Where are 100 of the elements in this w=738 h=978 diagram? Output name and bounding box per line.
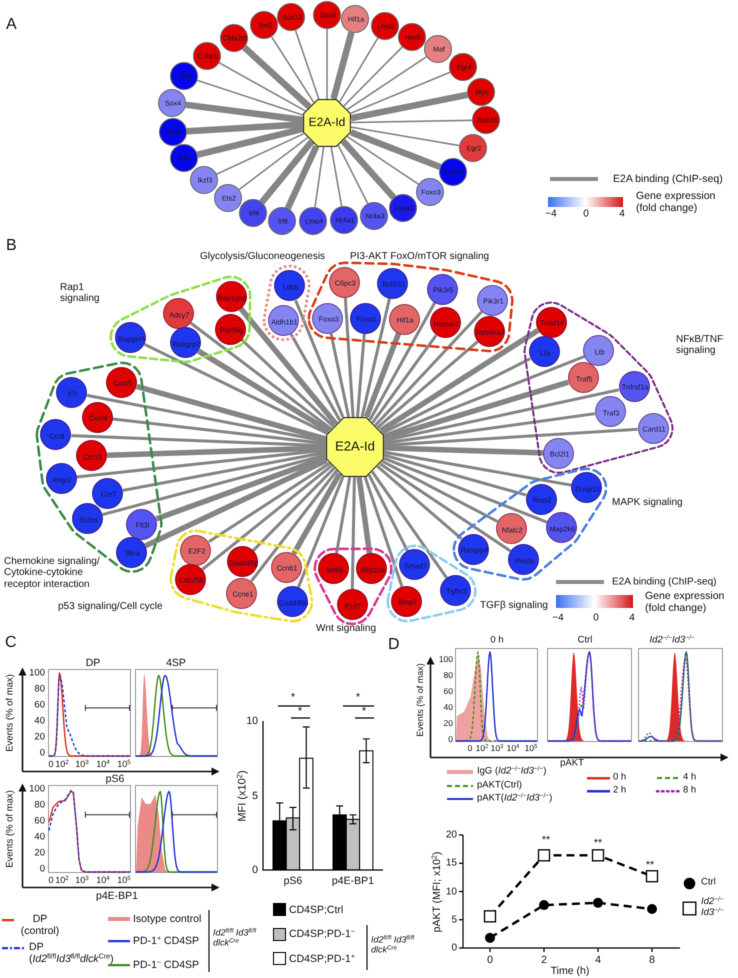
connector-line <box>346 56 427 110</box>
tick-label: 100 <box>438 655 453 665</box>
tick-label: 10$^{3}$ <box>75 758 89 770</box>
connector-line <box>270 36 314 103</box>
gene-circle <box>116 536 148 568</box>
plot-title: DP <box>86 656 100 670</box>
connector-line <box>252 466 336 552</box>
gene-circle <box>193 42 221 70</box>
tick-label: 0 <box>451 942 457 954</box>
group-heading: MAPK signaling <box>612 496 684 508</box>
connector-line <box>360 298 391 418</box>
significance-mark: * <box>356 692 360 704</box>
connector-line <box>144 342 328 435</box>
gene-circle <box>268 305 299 336</box>
connector-line <box>71 434 326 448</box>
legend-label: DP (control) <box>20 913 60 938</box>
gene-circle <box>528 336 560 368</box>
gene-circle <box>274 270 306 302</box>
gene-circle <box>398 23 426 51</box>
connector-line <box>218 62 306 112</box>
gene-circle <box>341 5 369 33</box>
category-label: p4E-BP1 <box>332 874 374 888</box>
genotype-label: Id2$^{fl/fl}$ Id3$^{fl/fl}$ dlck$^{Cre}$ <box>213 928 258 948</box>
gene-circle <box>508 544 539 576</box>
connector-line <box>122 450 326 492</box>
gene-circle <box>328 266 360 298</box>
tick-label: 10$^{5}$ <box>524 744 538 754</box>
axis-title: Events (% of max) <box>414 663 426 737</box>
connector-line <box>208 462 331 543</box>
tick-label: 60 <box>34 700 45 712</box>
tick-label: 10$^{4}$ <box>506 744 520 754</box>
gene-circle <box>220 24 248 52</box>
connector-line <box>346 136 419 185</box>
tick-label: 0 <box>468 744 472 754</box>
axis-title: Events (% of max) <box>6 674 16 752</box>
tick-label: 10 <box>446 886 457 898</box>
axis-title: pS6 <box>106 772 124 786</box>
panel-letter: B <box>6 236 17 256</box>
tick-label: 20 <box>444 719 453 729</box>
connector-line <box>201 464 333 571</box>
tick-label: 5 <box>252 789 258 802</box>
group-heading: Glycolysis/Gluconeogenesis <box>200 251 326 262</box>
legend-label: CD4SP;Ctrl <box>289 903 344 916</box>
gene-circle <box>126 508 157 540</box>
connector-line <box>364 332 402 418</box>
gene-circle <box>268 207 296 235</box>
tick-label: 10$^{3}$ <box>490 744 504 754</box>
connector-line <box>238 136 308 190</box>
hub-label: E2A-Id <box>335 440 375 454</box>
gene-circle <box>216 281 247 312</box>
connector-line <box>136 384 327 442</box>
tick-label: 0 <box>40 748 45 760</box>
legend-label: E2A binding (ChIP-seq) <box>613 172 723 186</box>
gene-circle <box>159 118 187 146</box>
gene-circle <box>115 322 146 353</box>
gene-circle <box>416 178 444 206</box>
connector-line <box>384 428 638 447</box>
gene-circle <box>56 377 88 408</box>
gene-circle <box>459 134 487 162</box>
significance-mark: * <box>362 706 366 718</box>
connector-line <box>155 454 327 522</box>
connector-line <box>368 474 409 552</box>
connector-line <box>335 476 352 554</box>
hub-label: E2A-Id <box>308 116 346 130</box>
tick-label: 80 <box>444 671 453 681</box>
tick-label: 40 <box>444 703 453 713</box>
tick-label: 60 <box>444 687 453 697</box>
gene-circle <box>72 503 104 534</box>
connector-line <box>374 310 483 427</box>
gene-circle <box>40 419 72 450</box>
connector-line <box>290 334 342 422</box>
group-heading: p53 signaling/Cell cycle <box>58 600 164 612</box>
gene-circle <box>526 484 557 515</box>
connector-line <box>339 38 378 102</box>
gene-circle <box>458 534 489 565</box>
gene-circle <box>618 370 650 402</box>
group-heading: Rap1 signaling <box>60 282 100 305</box>
gene-circle <box>318 553 350 584</box>
significance-mark: ** <box>542 834 550 846</box>
connector-line <box>190 322 332 430</box>
scale-tick-label: 0 <box>583 208 589 220</box>
legend-label: pAKT(Id2$^{−/−}$Id3$^{−/−}$) <box>477 794 552 804</box>
tick-label: 20 <box>446 829 457 841</box>
axis-title: Events (% of max) <box>6 790 16 868</box>
significance-mark: * <box>290 692 296 704</box>
connector-line <box>370 470 448 579</box>
gene-circle <box>536 306 567 338</box>
connector-line <box>356 333 366 418</box>
gene-circle <box>190 166 218 194</box>
gene-circle <box>424 35 452 63</box>
legend-label: IgG (Id2$^{−/−}$Id3$^{−/−}$) <box>477 766 546 778</box>
group-heading: Chemokine signaling/ Cytokine-cytokine receptor interaction <box>4 556 101 590</box>
gene-circle <box>270 552 302 583</box>
category-label: pS6 <box>284 874 302 888</box>
connector-line <box>107 445 326 458</box>
significance-mark: * <box>298 706 302 718</box>
gene-circle <box>277 3 305 31</box>
gene-circle <box>92 478 124 509</box>
connector-line <box>384 388 620 442</box>
connector-line <box>338 145 368 204</box>
